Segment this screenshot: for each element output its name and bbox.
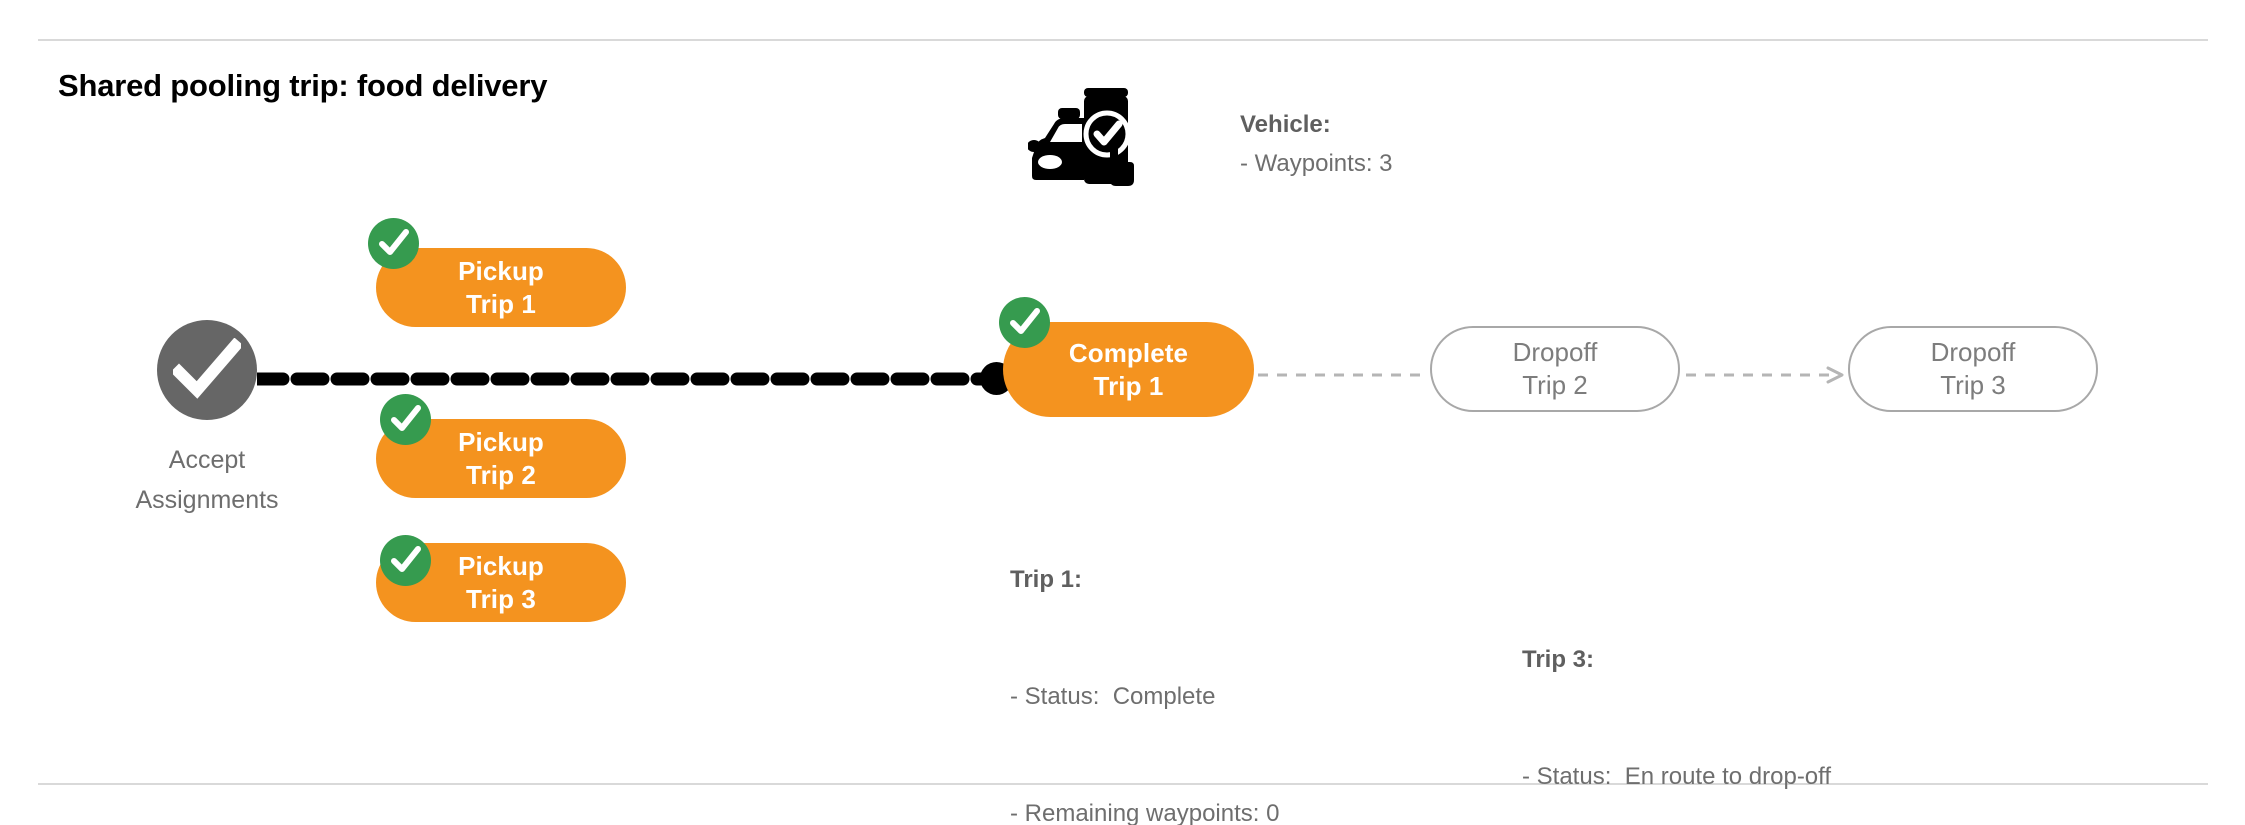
accept-assignments-label: Accept Assignments <box>57 440 357 520</box>
accept-assignments-line-2: Assignments <box>135 486 279 514</box>
pickup-trip-2-line-1: Pickup <box>458 426 544 457</box>
vehicle-waypoints: - Waypoints: 3 <box>1240 150 1393 177</box>
dropoff-trip-2-line-1: Dropoff <box>1512 337 1598 367</box>
bottom-divider <box>38 783 2208 785</box>
dropoff-trip-2-line-2: Trip 2 <box>1522 370 1588 400</box>
complete-trip-1-line-2: Trip 1 <box>1093 370 1164 401</box>
vehicle-info-block: Vehicle: - Waypoints: 3 <box>1240 105 1393 183</box>
check-circle-icon <box>157 320 257 420</box>
pickup-trip-1-node[interactable]: Pickup Trip 1 <box>376 248 626 327</box>
vehicle-phone-check-icon <box>1027 84 1140 194</box>
pickup-trip-3-line-1: Pickup <box>458 550 544 581</box>
vehicle-heading: Vehicle: <box>1240 111 1331 138</box>
trip-details-left-column: Trip 1: - Status: Complete - Remaining w… <box>1010 482 1319 825</box>
pickup-trip-1-line-2: Trip 1 <box>466 288 536 319</box>
trip-3-heading: Trip 3: <box>1522 646 1595 673</box>
accept-assignments-line-1: Accept <box>168 446 246 474</box>
dropoff-trip-3-line-2: Trip 3 <box>1940 370 2006 400</box>
trip-3-status: - Status: En route to drop-off <box>1522 763 1832 790</box>
check-badge-icon-pickup-1 <box>368 218 419 269</box>
trip-details-right-column: Trip 3: - Status: En route to drop-off -… <box>1522 562 1831 825</box>
accept-assignments-node[interactable] <box>157 320 257 420</box>
check-badge-icon-complete-1 <box>999 297 1050 348</box>
check-badge-icon-pickup-2 <box>380 394 431 445</box>
complete-trip-1-line-1: Complete <box>1068 337 1189 368</box>
pickup-trip-2-line-2: Trip 2 <box>466 459 536 490</box>
trip-1-remaining-waypoints: - Remaining waypoints: 0 <box>1010 800 1280 825</box>
trip-1-status: - Status: Complete <box>1010 683 1216 710</box>
top-divider <box>38 39 2208 41</box>
check-badge-icon-pickup-3 <box>380 535 431 586</box>
connector-complete-to-dropoff-2 <box>1258 373 1428 377</box>
pickup-trip-3-line-2: Trip 3 <box>466 583 536 614</box>
dropoff-trip-2-node[interactable]: Dropoff Trip 2 <box>1430 326 1680 412</box>
connector-dropoff-2-to-dropoff-3 <box>1686 366 1844 384</box>
assignment-flow-line <box>250 372 1021 386</box>
dropoff-trip-3-line-1: Dropoff <box>1930 337 2016 367</box>
trip-1-heading: Trip 1: <box>1010 566 1083 593</box>
page-title: Shared pooling trip: food delivery <box>58 68 548 103</box>
pickup-trip-1-line-1: Pickup <box>458 255 544 286</box>
dropoff-trip-3-node[interactable]: Dropoff Trip 3 <box>1848 326 2098 412</box>
pickup-trip-2-node[interactable]: Pickup Trip 2 <box>376 419 626 498</box>
